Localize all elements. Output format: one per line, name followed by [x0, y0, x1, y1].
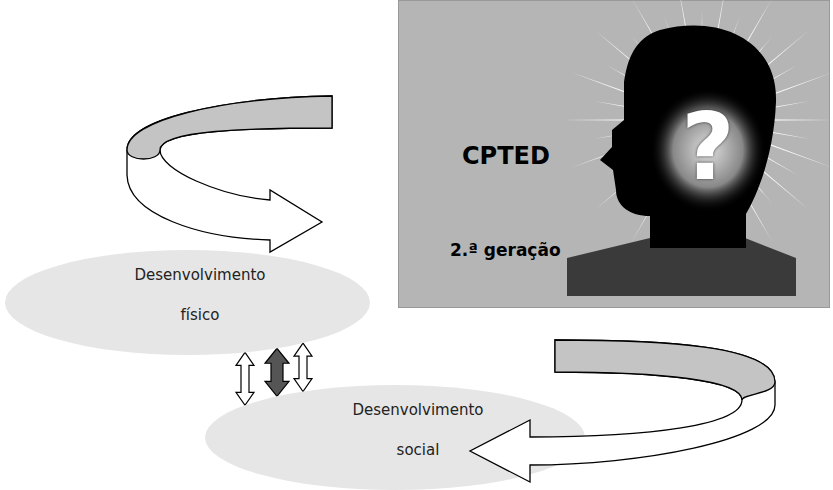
double-arrow: [294, 343, 312, 391]
ellipse-node: Desenvolvimento físico: [5, 250, 370, 355]
question-mark: ?: [668, 102, 748, 194]
head-illustration: [562, 0, 833, 296]
image-panel: CPTED 2.ª geração: [398, 0, 830, 308]
double-arrow: [236, 352, 254, 405]
node-text: Desenvolvimento social: [333, 390, 503, 470]
curved-arrow: [127, 96, 332, 252]
curved-arrow: [470, 340, 775, 482]
ellipse-shape: [205, 385, 585, 490]
ellipse: [5, 250, 370, 355]
panel-title: CPTED: [462, 142, 550, 170]
panel-ground: [399, 1, 830, 308]
ellipse-node: Desenvolvimento social: [205, 385, 585, 490]
ellipse-shape: [5, 250, 370, 355]
node-text: Desenvolvimento físico: [115, 255, 285, 335]
double-arrow: [265, 348, 289, 396]
panel-subtitle: 2.ª geração: [450, 240, 561, 260]
